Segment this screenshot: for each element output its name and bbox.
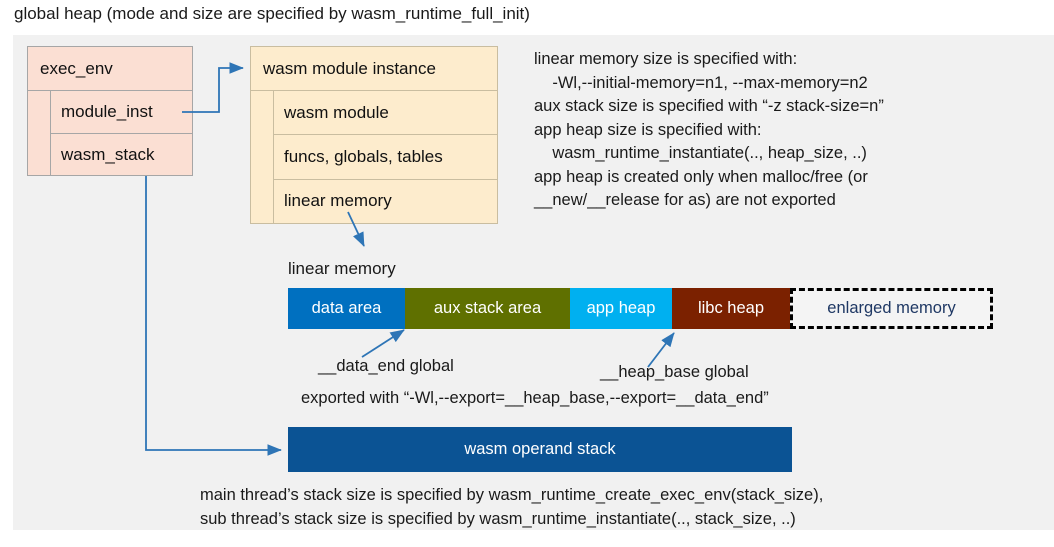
memory-segment-data-area: data area — [288, 288, 405, 329]
exec-env-header: exec_env — [28, 47, 192, 91]
wasm-module-instance-rows: wasm module funcs, globals, tables linea… — [274, 91, 497, 223]
stack-size-footer-note: main thread’s stack size is specified by… — [200, 486, 824, 528]
linear-memory-label: linear memory — [288, 259, 396, 278]
wasm-operand-stack-box: wasm operand stack — [288, 427, 792, 472]
exec-env-body: module_inst wasm_stack — [28, 91, 192, 176]
memory-segment-app-heap: app heap — [570, 288, 672, 329]
exec-env-row-wasm-stack: wasm_stack — [61, 145, 155, 164]
wmi-row-funcs-globals-tables: funcs, globals, tables — [274, 135, 497, 180]
annotation-exported-with: exported with “-Wl,--export=__heap_base,… — [301, 389, 769, 407]
exec-env-gutter — [28, 91, 51, 176]
memory-segment-aux-stack-area: aux stack area — [405, 288, 570, 329]
page-title: global heap (mode and size are specified… — [14, 4, 530, 23]
exec-env-row-module-inst: module_inst — [51, 91, 192, 134]
wasm-module-instance-box: wasm module instance wasm module funcs, … — [250, 46, 498, 224]
exec-env-rows: module_inst wasm_stack — [51, 91, 192, 176]
configuration-notes: linear memory size is specified with: -W… — [534, 50, 884, 209]
wasm-module-instance-body: wasm module funcs, globals, tables linea… — [251, 91, 497, 223]
wasm-module-instance-gutter — [251, 91, 274, 223]
wmi-row-wasm-module: wasm module — [274, 91, 497, 136]
exec-env-box: exec_env module_inst wasm_stack — [27, 46, 193, 176]
memory-segment-libc-heap: libc heap — [672, 288, 790, 329]
wasm-module-instance-header: wasm module instance — [251, 47, 497, 91]
wmi-row-linear-memory: linear memory — [284, 191, 392, 211]
annotation-heap-base: __heap_base global — [600, 363, 749, 381]
memory-segment-enlarged-memory: enlarged memory — [790, 288, 993, 329]
annotation-data-end: __data_end global — [318, 357, 454, 375]
